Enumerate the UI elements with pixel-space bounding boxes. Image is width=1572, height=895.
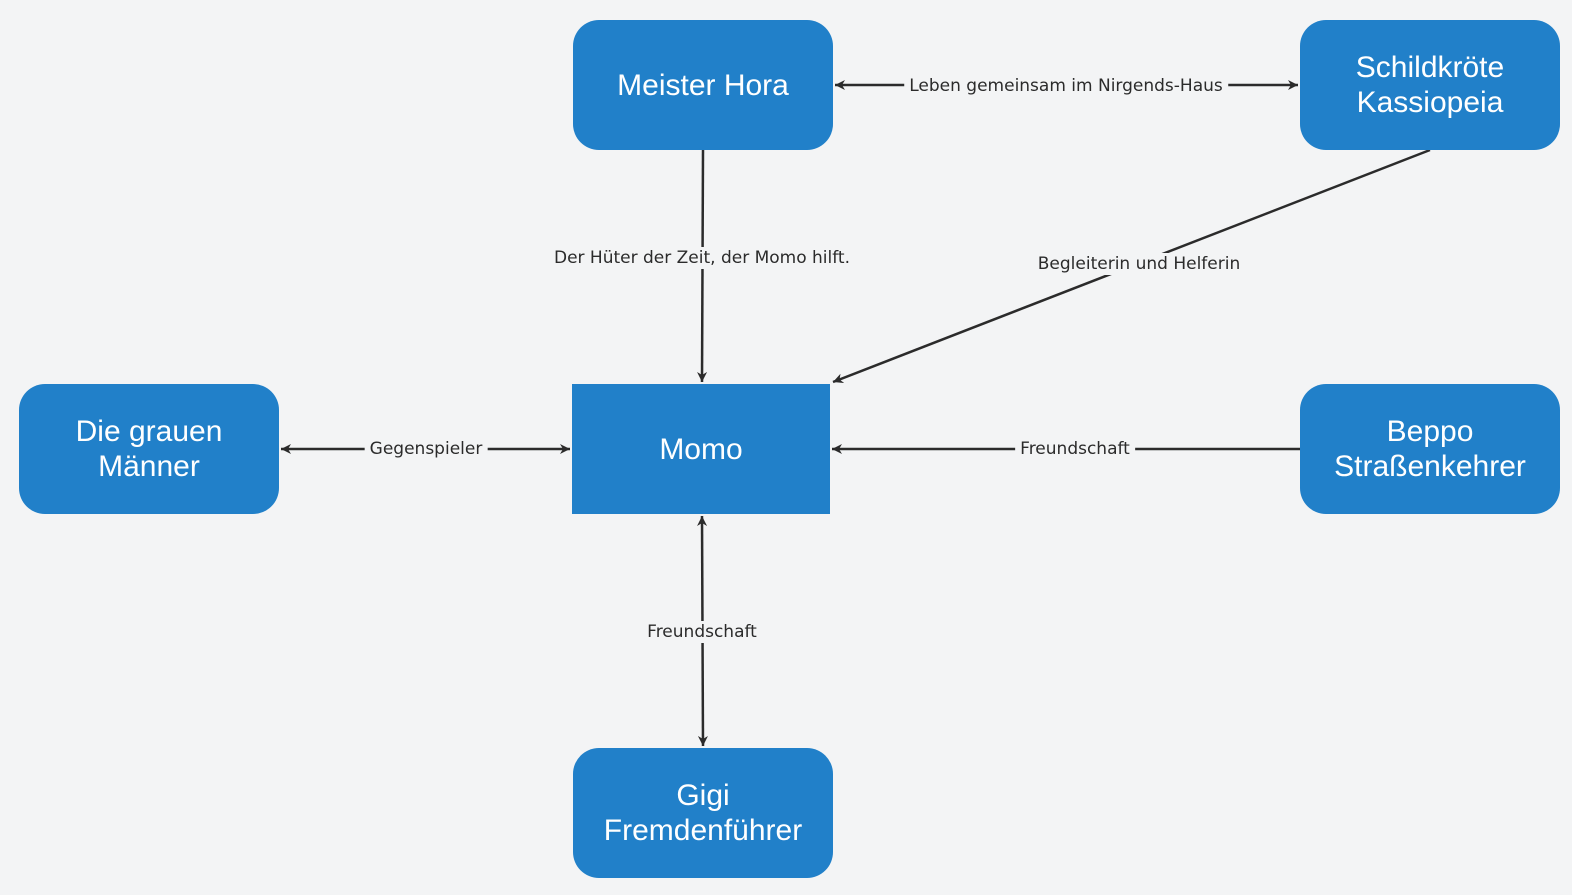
edge-label-hora-kass: Leben gemeinsam im Nirgends-Haus [904, 75, 1228, 97]
node-gigi-fremdenfuehrer[interactable]: Gigi Fremdenführer [573, 748, 833, 878]
node-label: Momo [659, 432, 743, 466]
edge-label-grauen-momo: Gegenspieler [364, 438, 488, 460]
node-label: Straßenkehrer [1334, 450, 1526, 483]
edge-label-kass-momo: Begleiterin und Helferin [1032, 253, 1246, 275]
node-schildkroete-kassiopeia[interactable]: Schildkröte Kassiopeia [1300, 20, 1560, 150]
node-label: Schildkröte [1355, 51, 1505, 84]
node-label: Beppo [1386, 415, 1474, 448]
node-label: Kassiopeia [1356, 86, 1504, 119]
edge-label-hora-momo: Der Hüter der Zeit, der Momo hilft. [548, 247, 856, 269]
node-meister-hora[interactable]: Meister Hora [573, 20, 833, 150]
node-die-grauen-maenner[interactable]: Die grauen Männer [19, 384, 279, 514]
node-momo[interactable]: Momo [572, 384, 830, 514]
edge-label-momo-gigi: Freundschaft [642, 621, 762, 643]
node-label: Männer [98, 450, 200, 483]
node-label: Meister Hora [617, 68, 789, 102]
edge-label-beppo-momo: Freundschaft [1015, 438, 1135, 460]
node-label: Gigi [676, 779, 730, 812]
node-label: Fremdenführer [603, 814, 803, 847]
node-beppo-strassenkehrer[interactable]: Beppo Straßenkehrer [1300, 384, 1560, 514]
node-label: Die grauen [75, 415, 223, 448]
